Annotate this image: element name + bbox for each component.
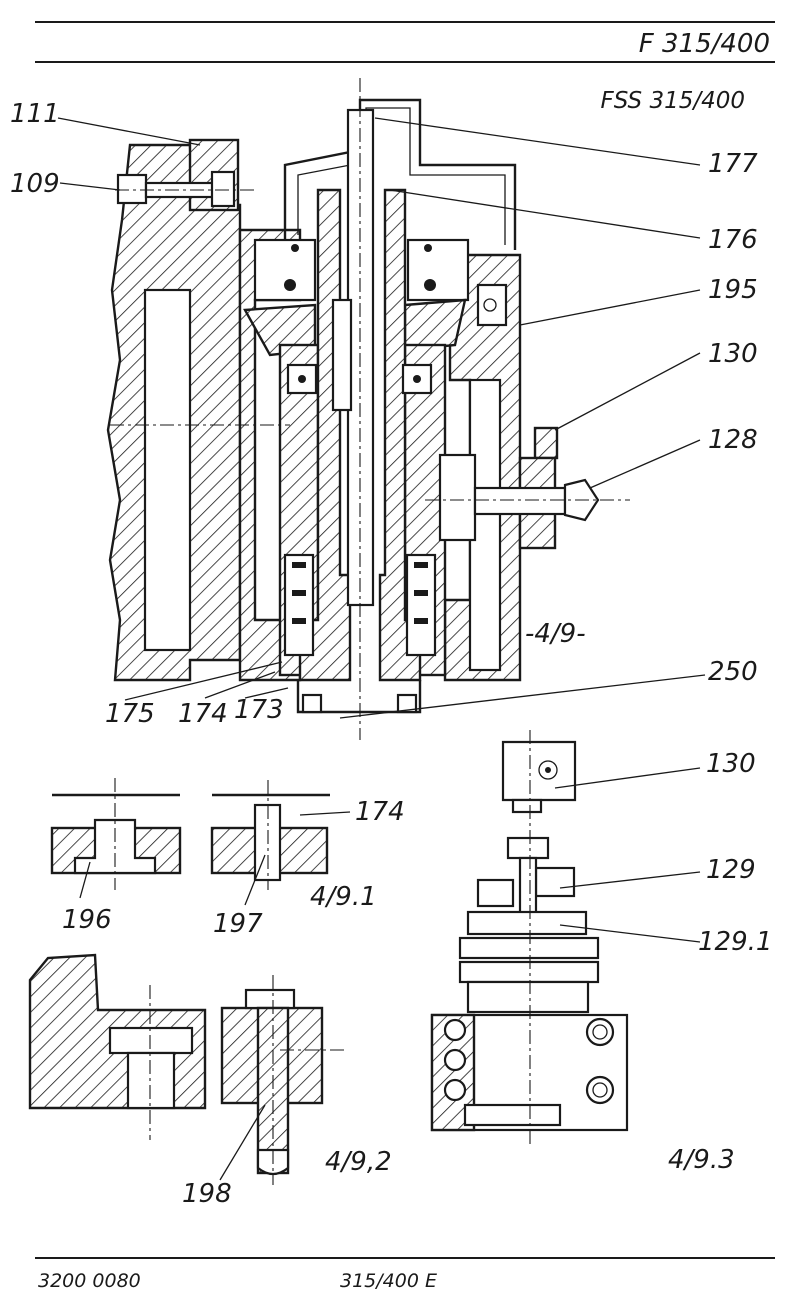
detail-4-9-2: 198 4/9,2: [28, 953, 392, 1209]
bearing-lower-left: [283, 553, 315, 657]
bearing-mid-left: [286, 363, 318, 395]
callout-176: 176: [708, 225, 758, 255]
valve-195: [476, 283, 508, 327]
clamp-lever: [533, 426, 559, 460]
callout-250: 250: [708, 657, 758, 687]
callout-129-1: 129.1: [698, 927, 772, 957]
detail-93-foot: [463, 1103, 562, 1127]
detail-92-bore: [126, 1051, 176, 1110]
main-leaders: [57, 117, 706, 719]
detail-93-gear-ring-1: [466, 910, 588, 936]
callout-174: 174: [178, 699, 228, 729]
detail-93-hole-top: [585, 1017, 615, 1047]
top-cover-inner: [297, 107, 506, 245]
header: F 315/400 FSS 315/400: [35, 21, 775, 114]
detail-93-shaft: [518, 856, 538, 915]
callout-197: 197: [213, 909, 263, 939]
detail-198-screw-head: [244, 988, 296, 1010]
detail-4-9-1: 196 197 174 4/9.1: [50, 778, 405, 939]
bearing-upper-left: [253, 238, 317, 302]
callout-198: 198: [182, 1179, 232, 1209]
callout-195: 195: [708, 275, 758, 305]
model-code: F 315/400: [639, 29, 770, 59]
gear-ring-right: [403, 298, 467, 352]
edition: 315/400 E: [340, 1270, 437, 1292]
doc-number: 3200 0080: [38, 1270, 141, 1292]
detail-93-block-pin: [511, 798, 543, 814]
figure-label-4-9-1: 4/9.1: [310, 882, 377, 912]
spindle-nose: [296, 680, 422, 714]
nose-key-left: [301, 693, 323, 714]
detail-4-9-3: 130 129 129.1 4/9.3: [430, 730, 772, 1175]
detail-93-gear-ring-2: [458, 936, 600, 960]
body-window: [143, 288, 192, 652]
callout-128: 128: [708, 425, 758, 455]
spring-pack: [331, 298, 353, 412]
clamp-block: [438, 453, 477, 542]
callout-196: 196: [62, 905, 112, 935]
detail-93-hole-bottom: [585, 1075, 615, 1105]
callout-174-detail: 174: [355, 797, 405, 827]
footer: 3200 0080 315/400 E: [35, 1257, 775, 1292]
bearing-upper-right: [406, 238, 470, 302]
bearing-lower-right: [405, 553, 437, 657]
callout-130-detail: 130: [706, 749, 756, 779]
figure-label-4-9: -4/9-: [525, 619, 586, 649]
callout-175: 175: [105, 699, 155, 729]
top-cover: [283, 98, 517, 250]
figure-label-4-9-3: 4/9.3: [668, 1145, 735, 1175]
bearing-mid-right: [401, 363, 433, 395]
callout-130: 130: [708, 339, 758, 369]
detail-93-gear-ring-3: [458, 960, 600, 984]
nose-key-right: [396, 693, 418, 714]
callout-111: 111: [10, 99, 60, 129]
figure-label-4-9-2: 4/9,2: [325, 1147, 392, 1177]
main-section-view: 111 109 177 176 195 130 128 175 174 173 …: [10, 78, 758, 740]
detail-93-body: [466, 980, 590, 1014]
subtitle: FSS 315/400: [601, 88, 745, 114]
clamp-shaft: [473, 486, 567, 516]
callout-177: 177: [708, 149, 758, 179]
detail-93-gear-129-right: [534, 866, 576, 898]
detail-93-top-gear: [506, 836, 550, 860]
callout-173: 173: [234, 695, 284, 725]
detail-93-gear-129-left: [476, 878, 515, 908]
callout-129: 129: [706, 855, 756, 885]
callout-109: 109: [10, 169, 60, 199]
detail-92-slot: [108, 1026, 194, 1055]
